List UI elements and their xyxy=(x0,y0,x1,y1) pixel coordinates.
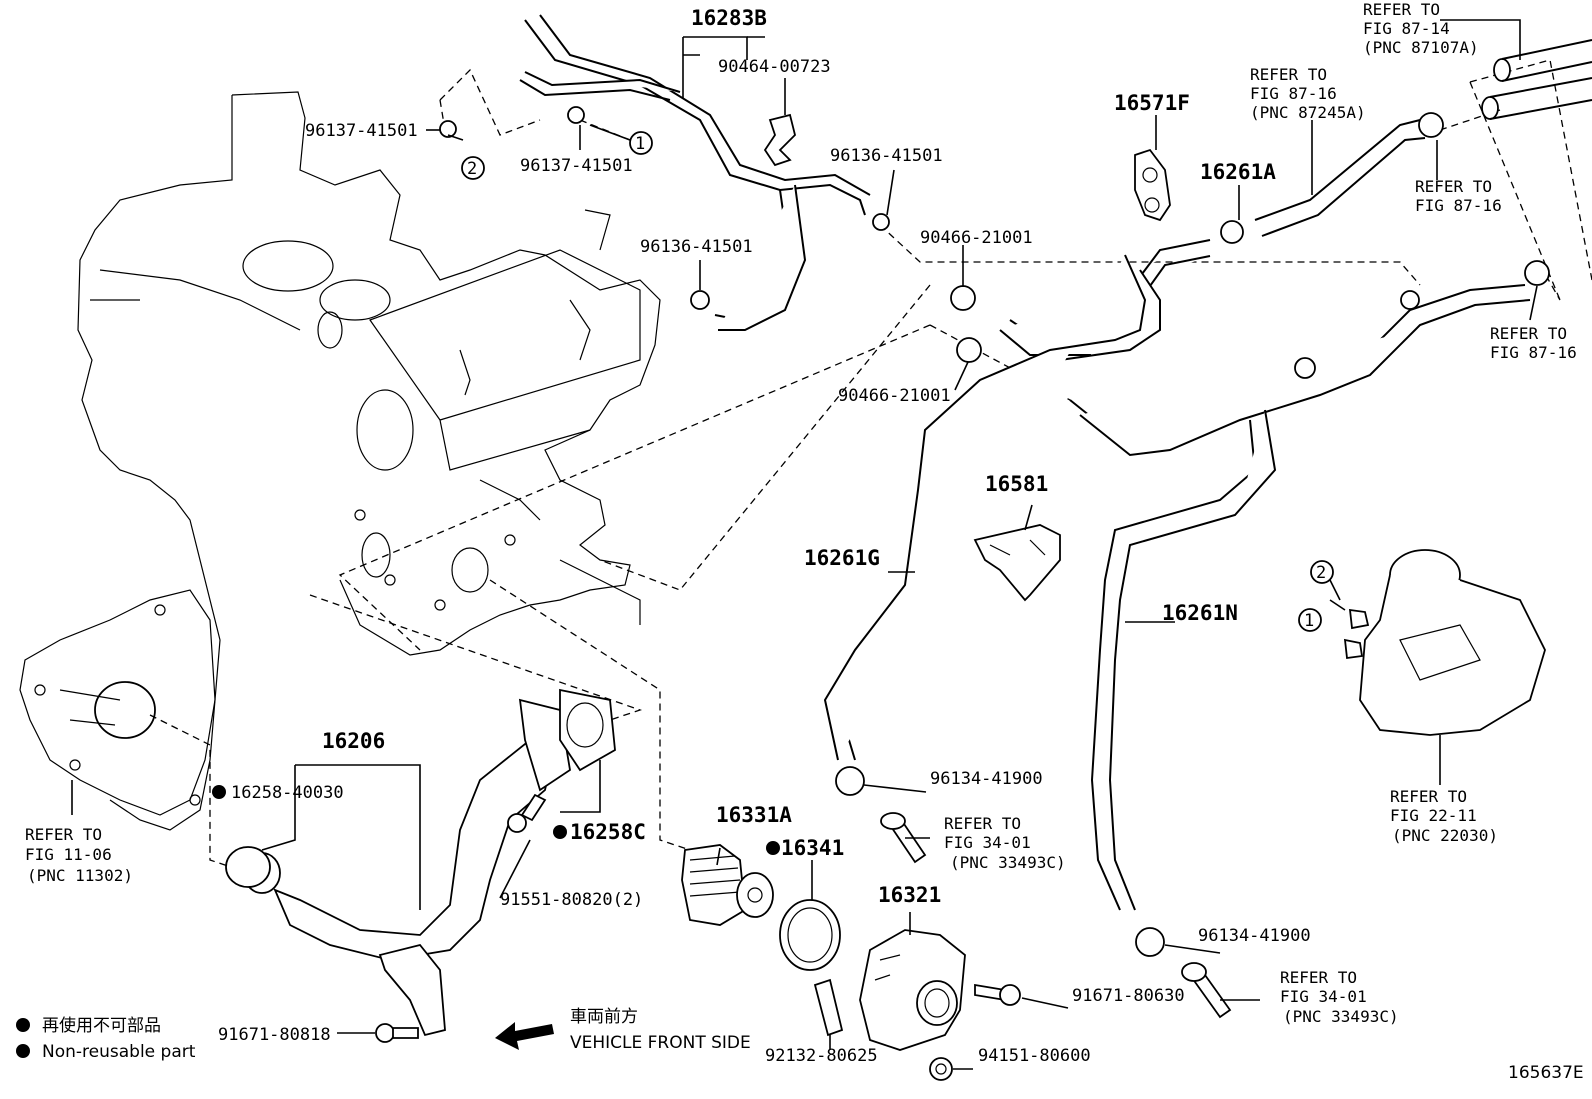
ref-11-06-line1: REFER TO xyxy=(25,825,102,844)
label-91551-80820: 91551-80820(2) xyxy=(500,890,643,910)
stud-92132 xyxy=(813,978,844,1037)
label-90466-21001-b: 90466-21001 xyxy=(838,386,951,406)
clamps xyxy=(439,106,1550,957)
hose-16283B xyxy=(519,14,871,331)
ref-87-14-line3: (PNC 87107A) xyxy=(1363,38,1479,57)
callout-2-upper-text: 2 xyxy=(467,159,477,179)
ref-87-16-a-line1: REFER TO xyxy=(1250,65,1327,84)
label-96134-41900-b: 96134-41900 xyxy=(1198,926,1311,946)
part-labels: 16283B 90464-00723 96137-41501 96137-415… xyxy=(218,6,1311,1066)
ref-34-01-a-line3: (PNC 33493C) xyxy=(950,853,1066,872)
ref-87-16-a-line3: (PNC 87245A) xyxy=(1250,103,1366,122)
ref-87-16-b-line2: FIG 87-16 xyxy=(1415,196,1502,215)
bolt-91671-80818 xyxy=(375,1023,419,1043)
callout-1-upper-text: 1 xyxy=(635,134,645,154)
label-16206: 16206 xyxy=(322,729,385,753)
engine-block xyxy=(19,91,661,831)
label-96137-41501-a: 96137-41501 xyxy=(305,121,418,141)
label-90464-00723: 90464-00723 xyxy=(718,57,831,77)
label-96137-41501-b: 96137-41501 xyxy=(520,156,633,176)
inlet-housing-16321 xyxy=(859,929,966,1051)
label-16331A: 16331A xyxy=(716,803,792,827)
bolt-91671-80630 xyxy=(974,983,1021,1006)
ref-34-01-b-line1: REFER TO xyxy=(1280,968,1357,987)
label-90466-21001-a: 90466-21001 xyxy=(920,228,1033,248)
ref-34-01-b-line3: (PNC 33493C) xyxy=(1283,1007,1399,1026)
callout-2-upper xyxy=(461,156,485,180)
label-16581: 16581 xyxy=(985,472,1048,496)
ref-87-16-a-line2: FIG 87-16 xyxy=(1250,84,1337,103)
dot-16258-40030 xyxy=(212,785,226,799)
ref-34-01-b-line2: FIG 34-01 xyxy=(1280,987,1367,1006)
ref-22-11-line1: REFER TO xyxy=(1390,787,1467,806)
vehicle-front-indicator: 車両前方 VEHICLE FRONT SIDE xyxy=(495,1007,751,1053)
label-96134-41900-a: 96134-41900 xyxy=(930,769,1043,789)
leader-lines xyxy=(71,19,1538,1070)
gasket-16258-40030 xyxy=(225,846,271,888)
legend-dot-en xyxy=(16,1044,30,1058)
direction-jp: 車両前方 xyxy=(570,1007,638,1027)
ref-87-14-line2: FIG 87-14 xyxy=(1363,19,1450,38)
reference-notes: REFER TO FIG 87-14 (PNC 87107A) REFER TO… xyxy=(25,0,1577,1026)
thermostat-16331A xyxy=(681,844,774,926)
dot-16341 xyxy=(766,841,780,855)
hose-16261A xyxy=(1254,119,1426,237)
legend: 再使用不可部品 Non-reusable part xyxy=(42,1015,196,1062)
bracket-16581 xyxy=(973,524,1061,602)
label-16261N: 16261N xyxy=(1162,601,1238,625)
ref-87-16-c-line1: REFER TO xyxy=(1490,324,1567,343)
gasket-16341 xyxy=(779,899,841,971)
label-91671-80818: 91671-80818 xyxy=(218,1025,331,1045)
label-92132-80625: 92132-80625 xyxy=(765,1046,878,1066)
direction-en: VEHICLE FRONT SIDE xyxy=(570,1033,751,1053)
label-16258C: 16258C xyxy=(570,820,646,844)
ref-34-01-a-line1: REFER TO xyxy=(944,814,1021,833)
pipe-16206 xyxy=(243,688,616,1037)
label-91671-80630: 91671-80630 xyxy=(1072,986,1185,1006)
legend-dot-jp xyxy=(16,1018,30,1032)
bracket-16571F xyxy=(1134,148,1171,222)
legend-en: Non-reusable part xyxy=(42,1042,196,1062)
ref-87-14-line1: REFER TO xyxy=(1363,0,1440,19)
callout-circles: 2 1 2 1 xyxy=(461,131,1334,632)
label-16321: 16321 xyxy=(878,883,941,907)
label-96136-41501-b: 96136-41501 xyxy=(640,237,753,257)
ref-87-16-c-line2: FIG 87-16 xyxy=(1490,343,1577,362)
front-arrow-icon xyxy=(495,1022,554,1050)
diagram-id: 165637E xyxy=(1508,1063,1584,1083)
ref-22-11-line3: (PNC 22030) xyxy=(1392,826,1498,845)
callout-1-upper xyxy=(629,131,653,155)
label-16341: 16341 xyxy=(781,836,844,860)
callout-2-throttle xyxy=(1310,560,1334,584)
callout-1-throttle-text: 1 xyxy=(1304,611,1314,631)
ref-11-06-line2: FIG 11-06 xyxy=(25,845,112,864)
legend-jp: 再使用不可部品 xyxy=(42,1015,161,1036)
ref-11-06-line3: (PNC 11302) xyxy=(27,866,133,885)
non-reusable-markers xyxy=(16,785,780,1058)
dashed-leaders xyxy=(149,59,1592,871)
label-16261G: 16261G xyxy=(804,546,880,570)
label-16258-40030: 16258-40030 xyxy=(231,783,344,803)
throttle-body-assembly xyxy=(1343,549,1546,760)
refer-pipes-87-14 xyxy=(1481,39,1592,120)
bolt-91551 xyxy=(507,793,547,833)
callout-1-throttle xyxy=(1298,608,1322,632)
label-94151-80600: 94151-80600 xyxy=(978,1046,1091,1066)
ref-34-01-a-line2: FIG 34-01 xyxy=(944,833,1031,852)
nut-94151 xyxy=(929,1057,953,1081)
ref-22-11-line2: FIG 22-11 xyxy=(1390,806,1477,825)
callout-2-throttle-text: 2 xyxy=(1316,563,1326,583)
hose-16261G xyxy=(823,239,1211,761)
label-16261A: 16261A xyxy=(1200,160,1276,184)
label-16571F: 16571F xyxy=(1114,91,1190,115)
dot-16258C xyxy=(553,825,567,839)
label-96136-41501-a: 96136-41501 xyxy=(830,146,943,166)
label-16283B: 16283B xyxy=(691,6,767,30)
ref-87-16-b-line1: REFER TO xyxy=(1415,177,1492,196)
